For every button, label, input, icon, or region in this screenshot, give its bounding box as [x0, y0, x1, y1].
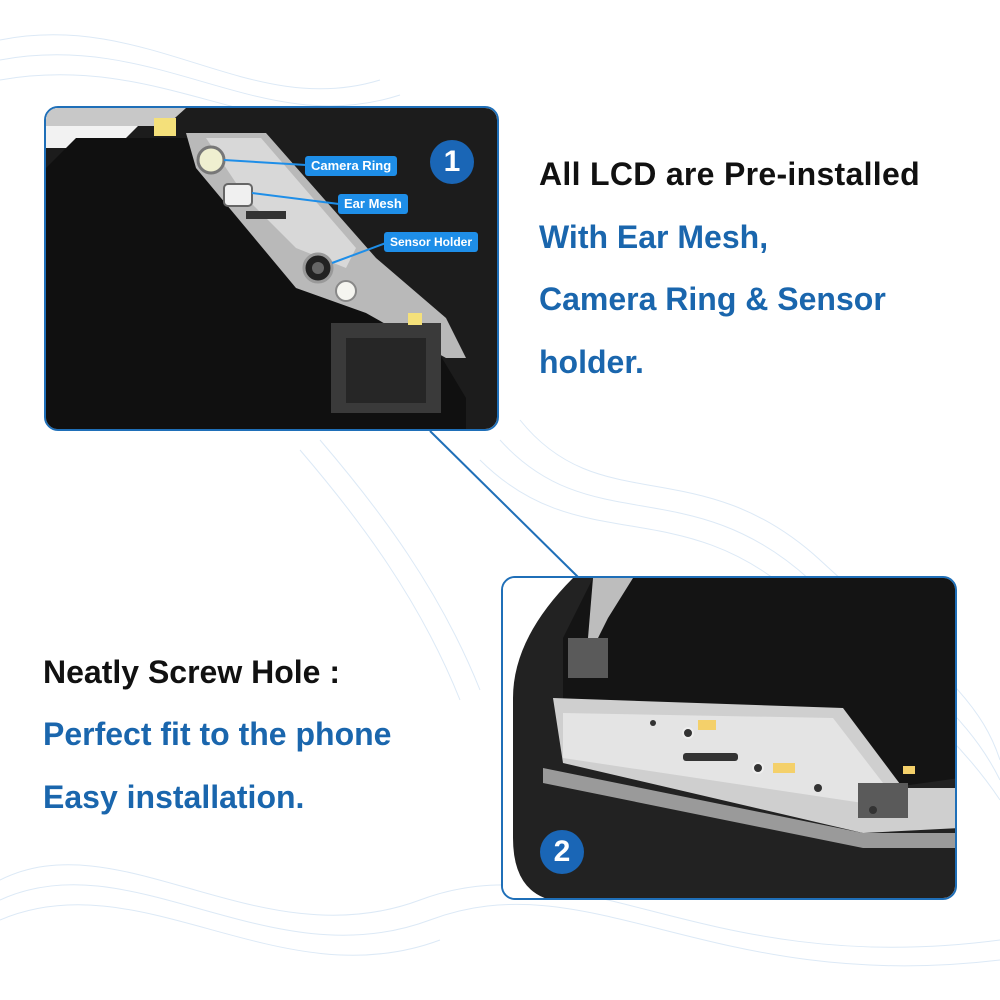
ear-mesh-icon: [223, 183, 253, 207]
heading-pre-installed: All LCD are Pre-installed: [539, 156, 920, 192]
text-line-ear-mesh: With Ear Mesh,: [539, 219, 769, 255]
heading-screw-hole: Neatly Screw Hole :: [43, 654, 340, 690]
text-line-perfect-fit: Perfect fit to the phone: [43, 716, 392, 752]
camera-ring-icon: [196, 145, 226, 175]
text-line-camera-ring: Camera Ring & Sensor: [539, 281, 886, 317]
step-badge-2: 2: [540, 830, 584, 874]
earpiece-closeup-image: [46, 108, 497, 429]
screw-hole-icon: [650, 720, 877, 814]
closeup-panel-earpiece: [44, 106, 499, 431]
text-line-easy-installation: Easy installation.: [43, 779, 305, 815]
callout-sensor-holder: Sensor Holder: [384, 232, 479, 252]
step-badge-1: 1: [430, 140, 474, 184]
callout-ear-mesh: Ear Mesh: [338, 194, 408, 214]
callout-camera-ring: Camera Ring: [305, 156, 398, 176]
text-line-holder: holder.: [539, 344, 644, 380]
